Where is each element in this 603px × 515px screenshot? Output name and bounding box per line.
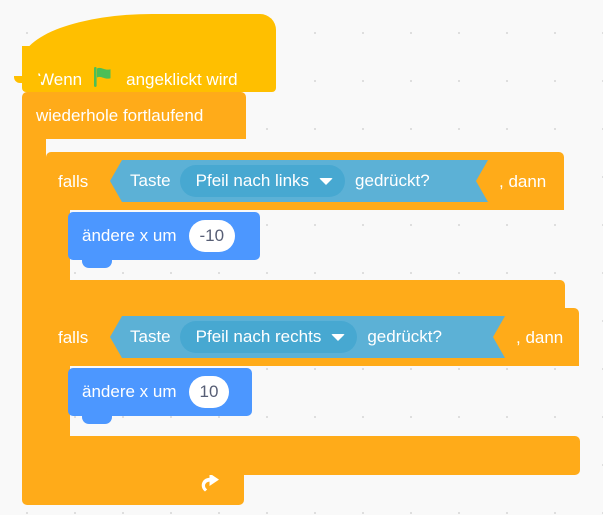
control-block-if-spine-1 — [46, 210, 70, 280]
chevron-down-icon — [319, 178, 333, 185]
hat-block-bottom-notch — [14, 76, 44, 83]
then-label-1: , dann — [499, 172, 547, 191]
clicked-label: angeklickt wird — [126, 70, 238, 89]
change-x-value-input-1[interactable]: -10 — [188, 220, 236, 252]
control-block-forever-head[interactable] — [22, 92, 246, 139]
key-dropdown-2[interactable]: Pfeil nach rechts — [180, 321, 358, 353]
hat-block-body — [22, 46, 276, 92]
key-dropdown-value-2: Pfeil nach rechts — [195, 327, 322, 346]
motion-block-notch-2 — [82, 416, 112, 424]
key-prefix-label-2: Taste — [130, 327, 171, 346]
chevron-down-icon — [331, 334, 345, 341]
control-block-if-foot-2[interactable] — [46, 436, 580, 475]
then-label-2: , dann — [516, 328, 564, 347]
motion-block-notch-1 — [82, 260, 112, 268]
forever-label: wiederhole fortlaufend — [36, 106, 204, 125]
motion-block-change-x-by-1[interactable]: ändere x um -10 — [68, 212, 260, 260]
key-suffix-label-1: gedrückt? — [355, 171, 430, 190]
key-dropdown-1[interactable]: Pfeil nach links — [180, 165, 345, 197]
control-block-forever-spine — [22, 139, 46, 461]
motion-block-change-x-by-2[interactable]: ändere x um 10 — [68, 368, 252, 416]
when-label: Wenn — [38, 70, 83, 89]
key-prefix-label-1: Taste — [130, 171, 171, 190]
hat-block-content: Wenn angeklickt wird — [38, 64, 238, 95]
sensing-block-key-pressed-2[interactable]: Taste Pfeil nach rechts gedrückt? — [110, 316, 505, 358]
event-hat-block-when-flag-clicked[interactable]: Wenn angeklickt wird — [22, 14, 276, 92]
green-flag-icon — [91, 64, 117, 95]
if-label-2: falls — [58, 328, 89, 347]
loop-arrow-icon — [198, 470, 228, 503]
control-block-if-spine-2 — [46, 366, 70, 436]
key-dropdown-value-1: Pfeil nach links — [195, 171, 310, 190]
change-x-label-2: ändere x um — [82, 382, 177, 401]
sensing-block-key-pressed-1[interactable]: Taste Pfeil nach links gedrückt? — [110, 160, 488, 202]
if-label-1: falls — [58, 172, 89, 191]
change-x-label-1: ändere x um — [82, 226, 177, 245]
change-x-value-input-2[interactable]: 10 — [188, 376, 230, 408]
key-suffix-label-2: gedrückt? — [367, 327, 442, 346]
